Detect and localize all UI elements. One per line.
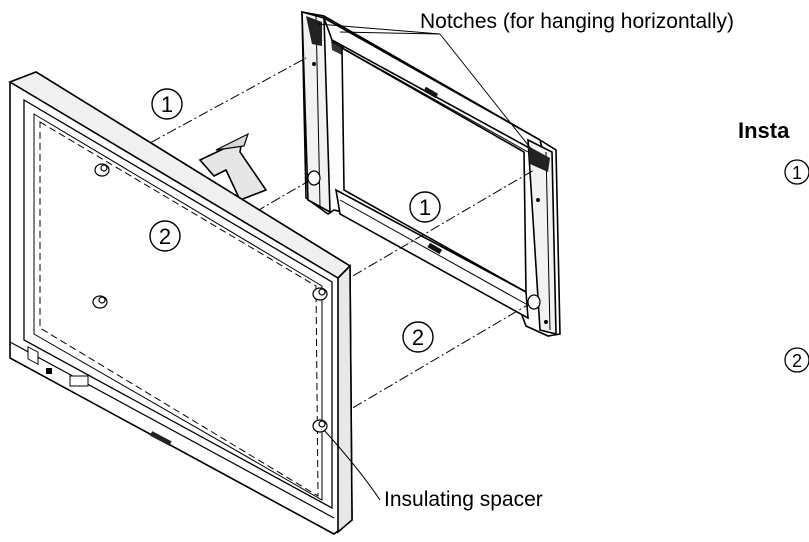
insulating-spacer-top-left (94, 163, 110, 177)
step-marker-1-side: 1 (784, 159, 809, 185)
step-marker-2-side: 2 (784, 347, 809, 373)
direction-arrow-icon (198, 132, 268, 202)
step-marker-label: 2 (412, 325, 424, 350)
notches-label: Notches (for hanging horizontally) (420, 10, 734, 33)
step-marker-1-right: 1 (409, 191, 441, 223)
step-marker-label: 1 (419, 195, 431, 220)
insulating-spacer-top-right (312, 287, 328, 301)
section-heading: Insta (738, 118, 790, 143)
step-marker-1-left: 1 (151, 88, 183, 120)
step-marker-2-right: 2 (402, 321, 434, 353)
display-panel (8, 71, 541, 535)
insulating-spacer-label: Insulating spacer (384, 488, 543, 511)
step-marker-label: 2 (159, 224, 171, 249)
step-marker-label: 2 (792, 351, 802, 371)
step-marker-2-left: 2 (149, 220, 181, 252)
step-marker-label: 1 (161, 92, 173, 117)
wall-bracket (301, 10, 561, 337)
step-marker-label: 1 (792, 163, 802, 183)
insulating-spacer-bottom-left (92, 295, 108, 309)
insulating-spacer-bottom-right (312, 419, 328, 433)
leader-lines (317, 23, 533, 501)
